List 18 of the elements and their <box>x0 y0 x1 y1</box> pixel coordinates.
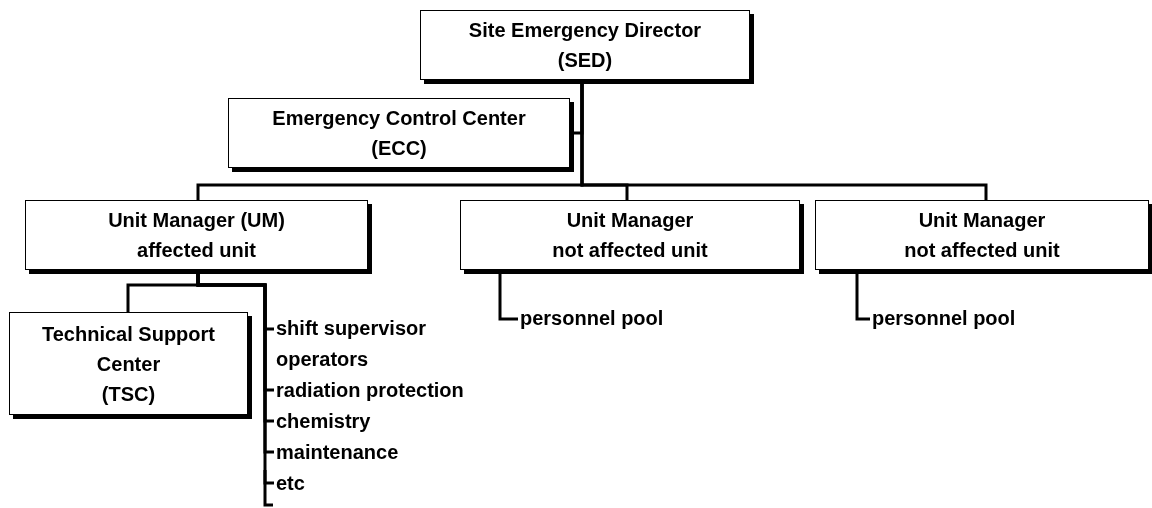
box-text: Unit Manager (UM) <box>108 208 285 233</box>
box-text: Technical Support Center <box>41 321 216 377</box>
staff-label: personnel pool <box>872 303 1042 334</box>
staff-label: personnel pool <box>520 303 690 334</box>
box-text: Emergency Control Center <box>272 106 526 131</box>
staff-label: maintenance <box>276 441 491 463</box>
box-text: (ECC) <box>371 136 427 161</box>
staff-label: etc <box>276 472 491 494</box>
box-text: Unit Manager <box>566 208 694 233</box>
box-text: Site Emergency Director <box>468 18 702 43</box>
box-text: affected unit <box>137 238 256 263</box>
box-text: not affected unit <box>552 238 708 263</box>
staff-label: radiation protection <box>276 379 491 401</box>
box-text: (TSC) <box>101 381 156 407</box>
staff-label: chemistry <box>276 410 491 432</box>
box-text: Unit Manager <box>918 208 1046 233</box>
box-text: not affected unit <box>904 238 1060 263</box>
box-text: (SED) <box>557 48 613 73</box>
